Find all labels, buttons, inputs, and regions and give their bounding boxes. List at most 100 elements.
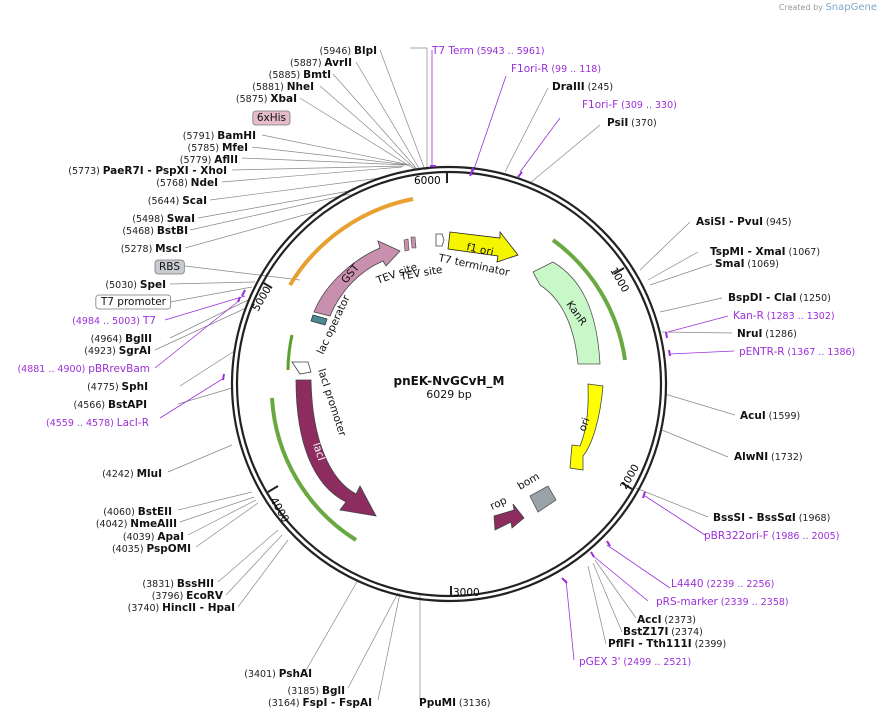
feature-label-rop: rop (488, 494, 509, 512)
site-label-bsssi: BssSI - BssSαI (1968) (713, 512, 830, 524)
feature-laci-promoter (291, 361, 312, 375)
tick-label-3000: 3000 (453, 587, 480, 599)
site-label-bsteii: (4060) BstEII (103, 506, 172, 518)
feature-box-label-t7-promoter: T7 promoter (100, 296, 167, 308)
site-label-smai: SmaI (1069) (715, 258, 779, 270)
feature-bom (529, 485, 557, 513)
feature-lac-operator (310, 314, 328, 326)
feature-box-rbs (154, 259, 185, 275)
site-label-scai: (5644) ScaI (148, 195, 207, 207)
site-label-f1ori-f: F1ori-F (309 .. 330) (582, 99, 677, 111)
site-label-bmti: (5885) BmtI (269, 69, 331, 81)
feature-box-label-rbs: RBS (159, 261, 180, 273)
site-label-acci: AccI (2373) (637, 614, 696, 626)
site-label-kan-r: Kan-R (1283 .. 1302) (733, 310, 835, 322)
laci-promoter-green-arc (286, 334, 294, 371)
site-label-pbrrevbam: (4881 .. 4900) pBRrevBam (17, 363, 150, 375)
site-label-pgex-3: pGEX 3' (2499 .. 2521) (579, 656, 691, 668)
site-label-pspomi: (4035) PspOMI (112, 543, 191, 555)
site-label-alwni: AlwNI (1732) (734, 451, 803, 463)
site-label-ndei: (5768) NdeI (156, 177, 218, 189)
kanr-green-arc (551, 238, 627, 361)
laci-green-arc (270, 397, 358, 542)
site-label-nrui: NruI (1286) (737, 328, 797, 340)
site-label-apai: (4039) ApaI (123, 531, 184, 543)
feature-tev-site-1 (403, 238, 410, 252)
site-label-spei: (5030) SpeI (105, 279, 166, 291)
site-label-draiii: DraIII (245) (552, 81, 613, 93)
site-label-fspi: (3164) FspI - FspAI (268, 697, 372, 709)
site-label-bglii: (4964) BglII (91, 333, 152, 345)
site-label-pflfi: PflFI - Tth111I (2399) (608, 638, 726, 650)
site-label-avrii: (5887) AvrII (290, 57, 352, 69)
site-label-sphi: (4775) SphI (87, 381, 148, 393)
site-label-bsshii: (3831) BssHII (142, 578, 214, 590)
site-label-tspmi: TspMI - XmaI (1067) (710, 246, 820, 258)
site-label-hincii: (3740) HincII - HpaI (128, 602, 235, 614)
site-label-bspdi: BspDI - ClaI (1250) (728, 292, 831, 304)
feature-ori (569, 383, 604, 471)
site-label-bstz17i: BstZ17I (2374) (623, 626, 703, 638)
site-label-bstapi: (4566) BstAPI (74, 399, 147, 411)
site-label-f1ori-r: F1ori-R (99 .. 118) (511, 63, 601, 75)
feature-box-label-6xhis: 6xHis (257, 112, 286, 124)
leader-lines (154, 47, 736, 701)
primer-marks (222, 165, 671, 584)
site-label-aflii: (5779) AflII (180, 154, 238, 166)
site-label-swai: (5498) SwaI (132, 213, 195, 225)
site-label-bstbi: (5468) BstBI (122, 225, 188, 237)
site-label-sgrai: (4923) SgrAI (84, 345, 151, 357)
tick-label-4000: 4000 (267, 496, 291, 525)
site-label-t7-term: T7 Term (5943 .. 5961) (431, 45, 545, 57)
feature-f1-ori (447, 230, 519, 263)
feature-label-bom: bom (516, 471, 542, 493)
site-label-pentr-r: pENTR-R (1367 .. 1386) (739, 346, 855, 358)
feature-box-t7-promoter (95, 294, 172, 310)
feature-label-laci: lacI (310, 441, 327, 462)
site-label-pshai: (3401) PshAI (244, 668, 312, 680)
site-label-mlui: (4242) MluI (102, 468, 162, 480)
orange-orf-arc (288, 197, 414, 287)
site-label-blpi: (5946) BlpI (320, 45, 378, 57)
site-label-bamhi: (5791) BamHI (183, 130, 256, 142)
feature-label-f1-ori: f1 ori (465, 241, 494, 258)
site-label-pbr322ori-f: pBR322ori-F (1986 .. 2005) (704, 530, 839, 542)
site-label-laci-r: (4559 .. 4578) LacI-R (46, 417, 149, 429)
site-label-psii: PsiI (370) (607, 117, 657, 129)
site-label-paer7i: (5773) PaeR7I - PspXI - XhoI (68, 165, 227, 177)
primer-leader-lines (154, 50, 735, 661)
feature-box-6xhis (252, 110, 291, 126)
backbone-inner-circle (235, 170, 663, 598)
credit-brand: SnapGene (825, 2, 877, 13)
feature-kanr (532, 261, 601, 365)
site-label-nhei: (5881) NheI (252, 81, 314, 93)
site-label-l4440: L4440 (2239 .. 2256) (671, 578, 774, 590)
site-label-msci: (5278) MscI (121, 243, 182, 255)
site-label-ppumi: PpuMI (3136) (419, 697, 491, 709)
plasmid-name: pnEK-NvGCvH_M (394, 374, 505, 389)
credit-prefix: Created by (778, 3, 823, 12)
site-label-prs-marker: pRS-marker (2339 .. 2358) (656, 596, 789, 608)
site-label-t7: (4984 .. 5003) T7 (72, 315, 156, 327)
site-label-acui: AcuI (1599) (740, 410, 800, 422)
feature-gst (313, 240, 401, 317)
site-label-asisi: AsiSI - PvuI (945) (696, 216, 791, 228)
feature-label-ori: ori (577, 416, 593, 433)
site-label-ecorv: (3796) EcoRV (152, 590, 224, 602)
feature-laci (295, 379, 377, 517)
site-label-mfei: (5785) MfeI (187, 142, 248, 154)
plasmid-length: 6029 bp (426, 388, 471, 401)
site-label-nmeaiii: (4042) NmeAIII (96, 518, 177, 530)
feature-t7-terminator (435, 233, 445, 247)
feature-rop (493, 503, 525, 531)
tick-marks (261, 172, 633, 597)
tick-label-6000: 6000 (414, 175, 441, 187)
backbone-outer-circle (230, 165, 668, 603)
feature-label-laci-promoter: lacI promoter (315, 367, 348, 438)
site-labels: AsiSI - PvuI (945) TspMI - XmaI (1067)Sma… (17, 45, 855, 709)
site-label-bgli: (3185) BglI (288, 685, 346, 697)
site-label-xbai: (5875) XbaI (236, 93, 297, 105)
snapgene-credit: Created by SnapGene (779, 2, 877, 13)
feature-tev-site-2 (410, 236, 417, 249)
